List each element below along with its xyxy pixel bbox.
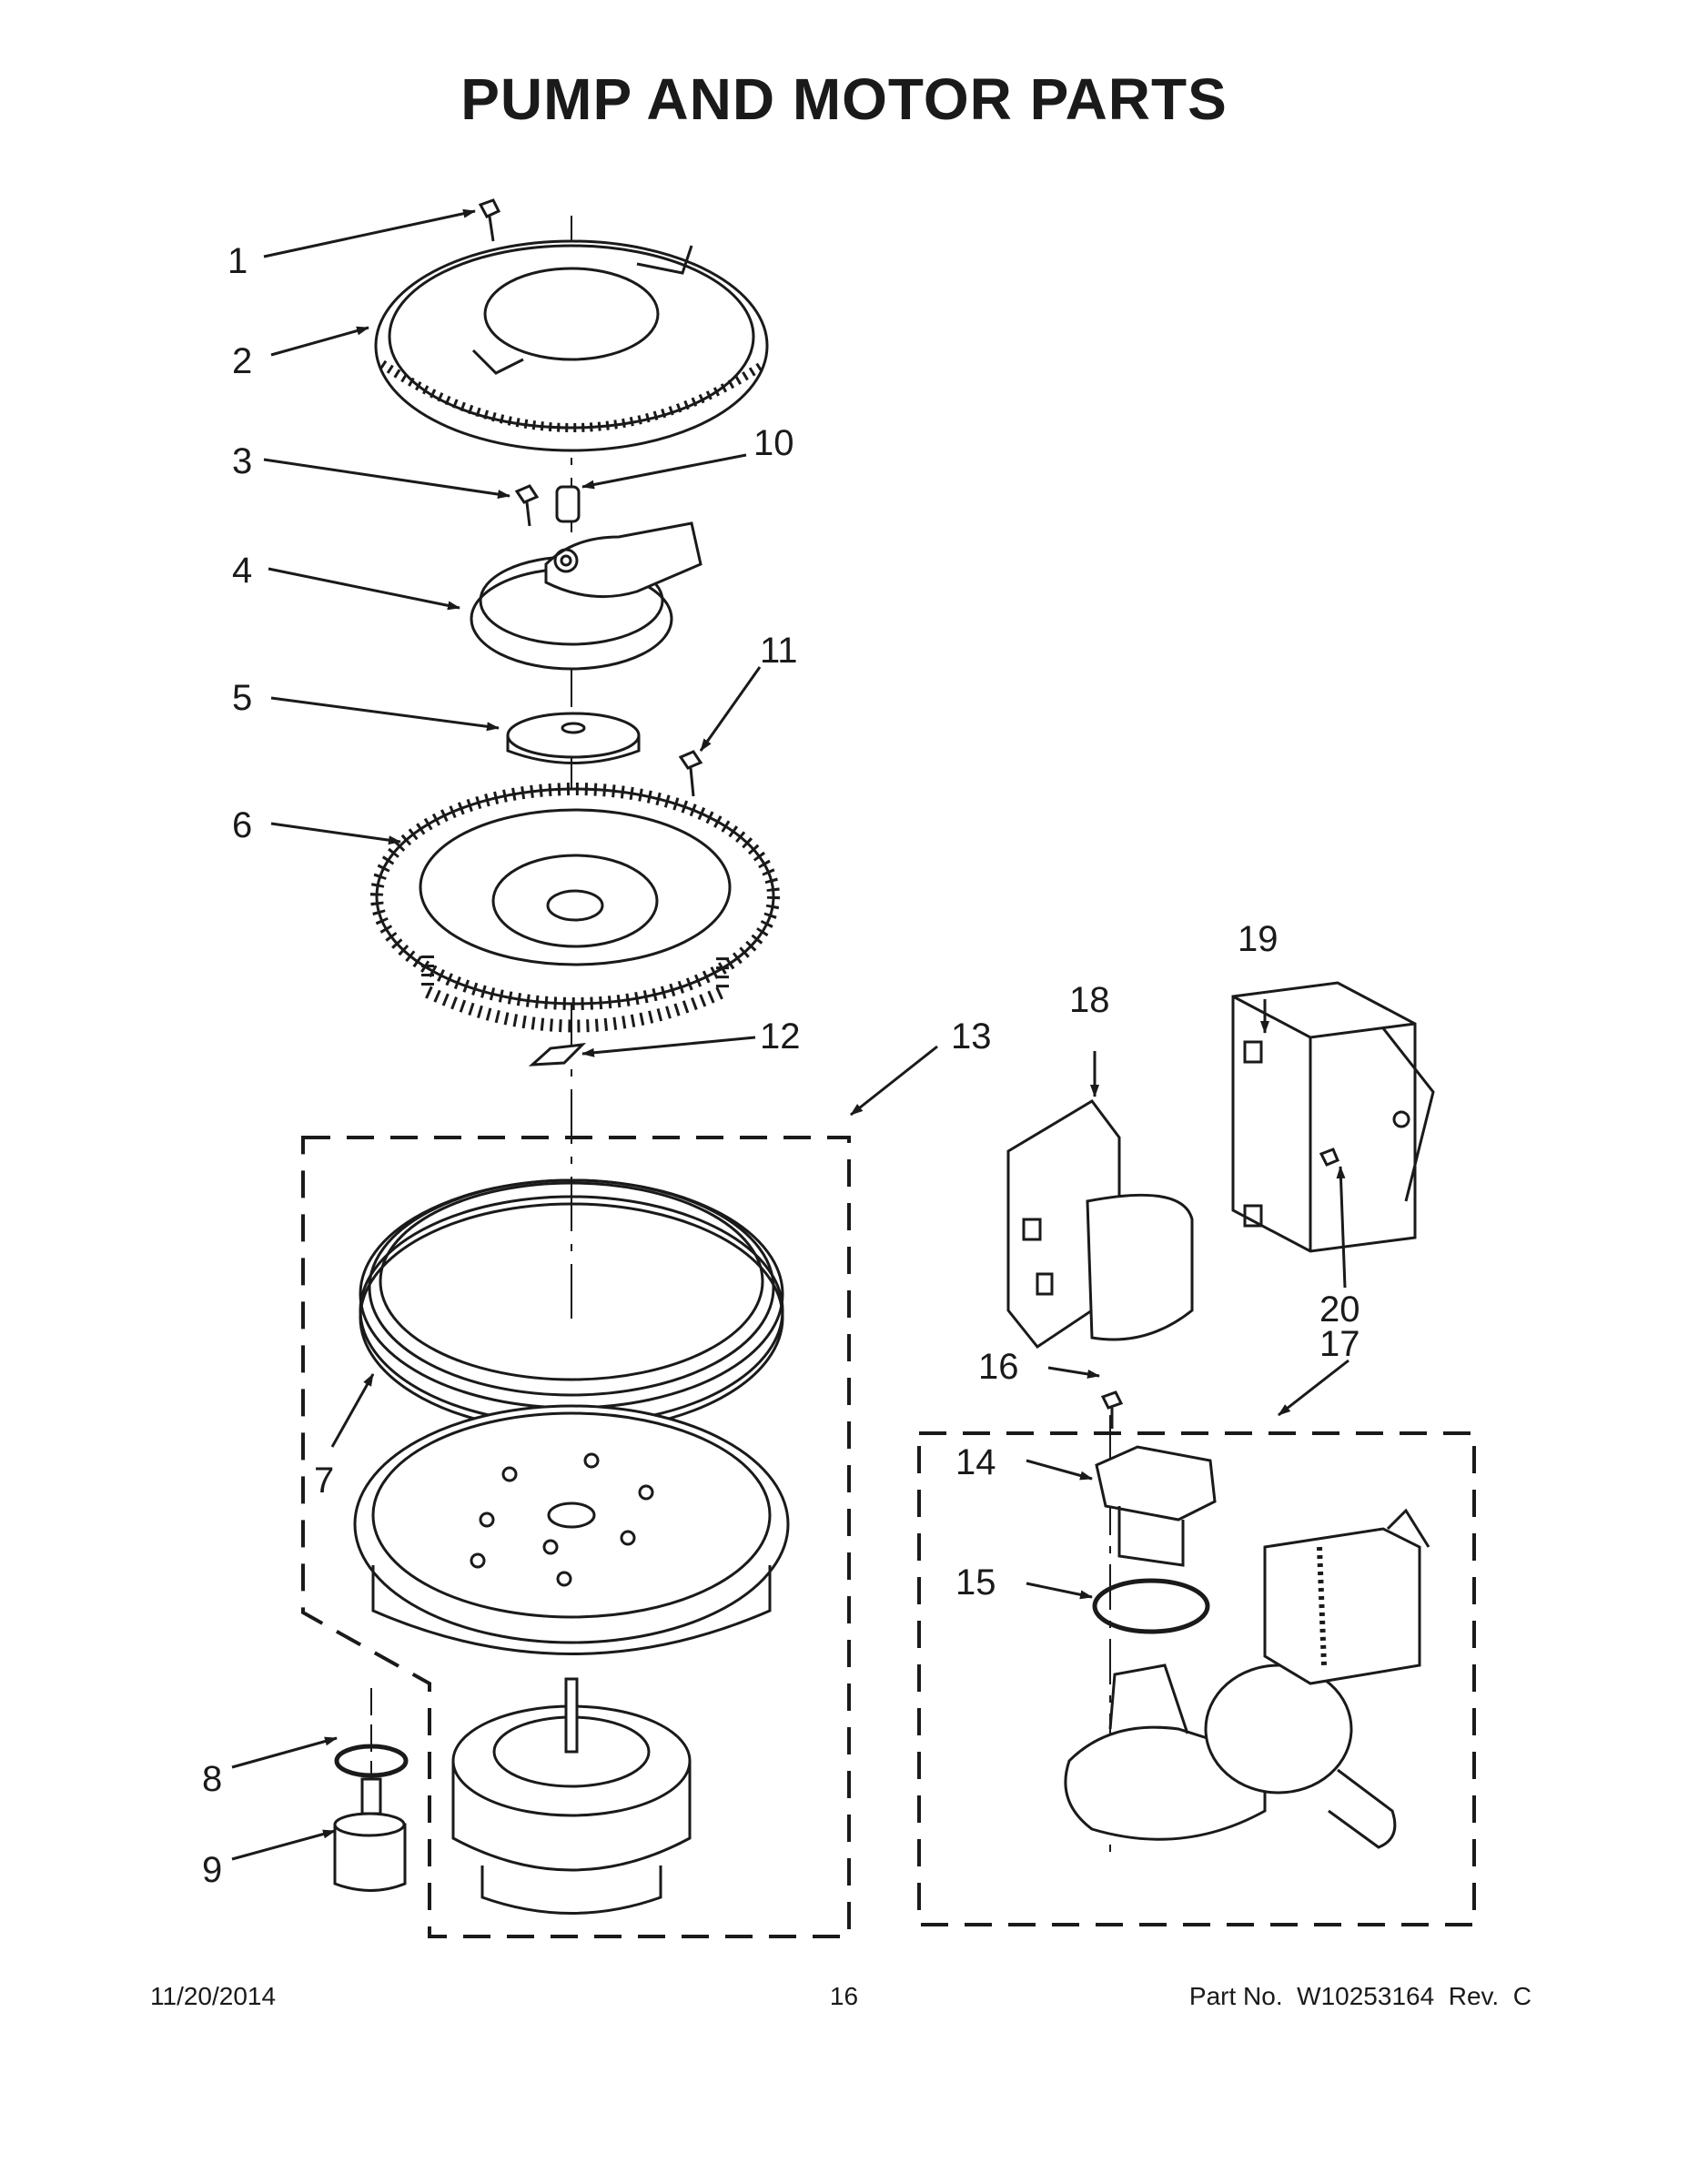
callout-6: 6 — [232, 805, 252, 845]
part-3-screw — [514, 484, 540, 527]
callout-17: 17 — [1319, 1324, 1360, 1364]
part-15-oring — [1092, 1578, 1210, 1634]
part-9-sensor — [333, 1777, 407, 1892]
callout-20: 20 — [1319, 1289, 1360, 1330]
callout-3: 3 — [232, 441, 252, 481]
part-20-screw — [1319, 1148, 1339, 1167]
callout-13: 13 — [951, 1016, 992, 1057]
part-19-module — [1231, 981, 1435, 1253]
part-1-screw — [478, 198, 501, 242]
part-5-impeller — [506, 712, 641, 764]
assembly-17-boundary — [917, 1431, 1476, 1926]
part-8-oring — [334, 1744, 409, 1778]
part-18-bracket — [1006, 1099, 1194, 1350]
part-12-clip — [528, 1043, 587, 1067]
callout-1: 1 — [227, 241, 248, 281]
callout-18: 18 — [1069, 980, 1110, 1020]
callout-11: 11 — [760, 631, 798, 671]
callout-10: 10 — [753, 423, 794, 463]
callout-15: 15 — [955, 1562, 996, 1603]
callout-14: 14 — [955, 1442, 996, 1482]
part-10-pin — [555, 485, 581, 523]
footer-date: 11/20/2014 — [150, 1982, 277, 2010]
callout-2: 2 — [232, 341, 252, 381]
callout-19: 19 — [1238, 919, 1279, 959]
part-2-cover — [374, 239, 769, 452]
callout-12: 12 — [760, 1016, 801, 1057]
part-6-filter-plate — [370, 783, 780, 1033]
callout-9: 9 — [202, 1850, 222, 1890]
callout-5: 5 — [232, 678, 252, 718]
callout-7: 7 — [314, 1461, 334, 1501]
part-16-screw — [1100, 1390, 1124, 1429]
footer-part-number: Part No. W10253164 Rev. C — [1188, 1982, 1531, 2010]
part-13-motor — [451, 1677, 692, 1915]
callout-16: 16 — [978, 1347, 1019, 1387]
part-11-screw — [678, 750, 703, 797]
page-title: PUMP AND MOTOR PARTS — [460, 66, 1228, 132]
part-13-housing — [353, 1404, 790, 1655]
part-14-adapter — [1095, 1445, 1217, 1567]
callout-8: 8 — [202, 1759, 222, 1799]
callout-4: 4 — [232, 551, 252, 591]
part-17-drain-pump — [1064, 1508, 1430, 1849]
footer-page-number: 16 — [829, 1982, 859, 2010]
part-4-pump-housing — [470, 521, 702, 671]
assembly-13-boundary — [301, 1136, 851, 1938]
